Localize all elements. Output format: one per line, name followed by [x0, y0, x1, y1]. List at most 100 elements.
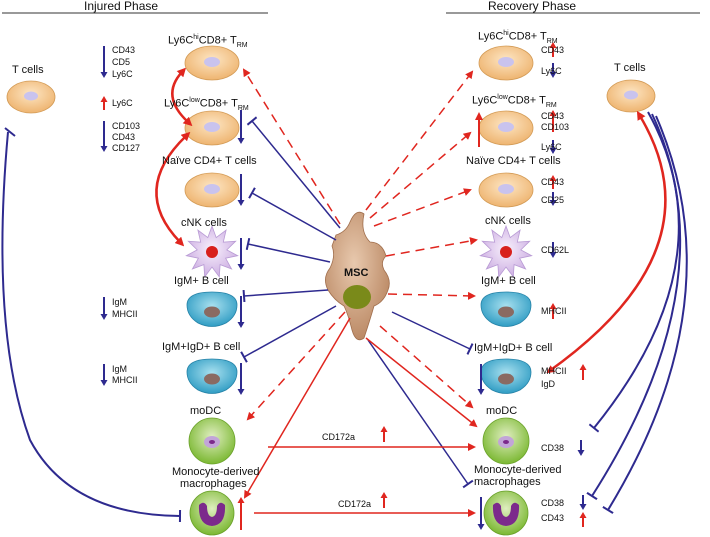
arrow-r-cnk-down-head — [549, 252, 557, 258]
arrow-igm-left-down-head — [100, 314, 108, 320]
arrow-r-macro-down-head — [477, 524, 485, 530]
label-mono-right-2: macrophages — [474, 476, 541, 488]
marker-tcell-left-1: CD43 — [112, 45, 136, 55]
arrow-igm-cell-left-down-head — [237, 322, 245, 328]
arrow-igmigd-left-down-head — [100, 380, 108, 386]
label-ly6clow-left-sup: low — [189, 97, 200, 104]
label-igmigd-right: IgM+IgD+ B cell — [474, 342, 553, 354]
msc-inhibition-left — [240, 116, 341, 363]
arrow-r-igmigd-up-head — [579, 364, 587, 370]
label-ly6chi-left-rest: CD8+ T — [198, 34, 237, 47]
cell-igmigd-right — [480, 358, 532, 394]
arrow-cd172a-macro-up-head — [380, 492, 388, 498]
cell-ly6chi-left — [184, 45, 240, 81]
arrow-r-igm-up-head — [549, 303, 557, 309]
cell-nk-left — [185, 224, 239, 279]
marker-igm-left-2: MHCII — [112, 309, 138, 319]
cell-ly6clow-left — [184, 110, 240, 146]
marker-tcell-left-5: CD103 — [112, 121, 141, 131]
cell-igm-left — [186, 291, 238, 327]
curve-ly6clow-to-ly6chi — [171, 67, 193, 127]
marker-tcell-left-4: Ly6C — [112, 98, 133, 108]
marker-tcell-left-7: CD127 — [112, 143, 141, 153]
cd172a-label-macro: CD172a — [338, 499, 372, 509]
label-ly6chi-left-base: Ly6C — [168, 34, 194, 47]
marker-r-igmigd-2: IgD — [541, 379, 556, 389]
label-ly6chi-left: Ly6ChiCD8+ TRM — [168, 34, 248, 49]
tcell-left-inhibition — [1, 131, 182, 523]
tcell-right-inhibition-2 — [586, 113, 682, 501]
tcell-right-inhibition-3 — [602, 115, 688, 514]
t-cell-right — [606, 79, 656, 113]
label-mono-right-1: Monocyte-derived — [474, 464, 562, 476]
cd172a-label-modc: CD172a — [322, 432, 356, 442]
marker-igmigd-left-2: MHCII — [112, 375, 138, 385]
msc-activation-right — [365, 70, 478, 409]
label-ly6clow-left-base: Ly6C — [164, 97, 190, 110]
marker-tcell-left-6: CD43 — [112, 132, 136, 142]
label-ly6chi-right-base: Ly6C — [478, 30, 504, 43]
marker-r-ly6clow-1: CD43 — [541, 111, 565, 121]
msc-activation-left — [242, 68, 346, 421]
marker-r-ly6chi-2: Ly6C — [541, 66, 562, 76]
cell-igmigd-left — [186, 358, 238, 394]
label-ly6chi-right-sub: RM — [546, 37, 558, 45]
msc-to-modc-right — [365, 337, 478, 428]
msc-to-macro-left — [243, 317, 351, 499]
label-ly6clow-right-rest: CD8+ T — [507, 94, 546, 107]
arrow-r-naive-down-head — [549, 200, 557, 206]
label-ly6clow-left: Ly6ClowCD8+ TRM — [164, 97, 249, 112]
cell-macro-right — [483, 490, 529, 536]
marker-r-igmigd-1: MHCII — [541, 366, 567, 376]
marker-r-igm-1: MHCII — [541, 306, 567, 316]
marker-r-naive-2: CD25 — [541, 195, 565, 205]
arrow-cd172a-modc-up-head — [380, 426, 388, 432]
arrow-r-ly6clow-up-head — [549, 110, 557, 116]
label-ly6clow-right-sup: low — [497, 94, 508, 101]
arrow-igmigd-cell-left-down-head — [237, 389, 245, 395]
label-mono-left-1: Monocyte-derived — [172, 466, 260, 478]
arrow-cnk-left-down-head — [237, 264, 245, 270]
msc-inhibition-right — [367, 311, 474, 489]
label-igmigd-left: IgM+IgD+ B cell — [162, 341, 241, 353]
label-ly6chi-left-sub: RM — [236, 41, 248, 49]
marker-r-ly6chi-1: CD43 — [541, 45, 565, 55]
arrow-r-modc-down-head — [577, 450, 585, 456]
cell-naive-left — [184, 172, 240, 208]
expression-arrows — [100, 42, 587, 530]
cell-modc-right — [482, 417, 530, 465]
arrow-tcell-left-down-1-head — [100, 72, 108, 78]
arrow-naive-left-down-head — [237, 200, 245, 206]
marker-tcell-left-3: Ly6C — [112, 69, 133, 79]
label-ly6clow-left-rest: CD8+ T — [199, 97, 238, 110]
label-ly6chi-right-rest: CD8+ T — [508, 30, 547, 43]
marker-r-ly6clow-3: Ly6C — [541, 142, 562, 152]
label-ly6clow-right-base: Ly6C — [472, 94, 498, 107]
arrow-r-mono-up-head — [579, 512, 587, 518]
msc-cell — [325, 211, 390, 341]
cell-ly6chi-right — [478, 45, 534, 81]
tcell-right-inhibition-1 — [588, 111, 680, 433]
arrow-r-naive-up-head — [549, 175, 557, 181]
label-naive-right: Naïve CD4+ T cells — [466, 155, 561, 167]
label-cnk-right: cNK cells — [485, 215, 531, 227]
cell-igm-right — [480, 291, 532, 327]
label-ly6chi-right-sup: hi — [503, 30, 509, 37]
label-ly6chi-right: Ly6ChiCD8+ TRM — [478, 30, 558, 45]
label-cnk-left: cNK cells — [181, 217, 227, 229]
msc-label: MSC — [344, 267, 369, 279]
cell-macro-left — [189, 490, 235, 536]
label-modc-left: moDC — [190, 405, 222, 417]
phase-title-recovery: Recovery Phase — [488, 0, 577, 13]
marker-r-modc-1: CD38 — [541, 443, 565, 453]
phase-title-injured: Injured Phase — [84, 0, 159, 13]
label-mono-left-2: macrophages — [180, 478, 247, 490]
cell-naive-right — [478, 172, 534, 208]
arrow-tcell-left-up-head — [100, 96, 108, 102]
arrow-r-ly6chi-up-head — [549, 42, 557, 48]
label-ly6clow-left-sub: RM — [237, 104, 249, 112]
marker-r-mono-1: CD38 — [541, 498, 565, 508]
marker-tcell-left-2: CD5 — [112, 57, 131, 67]
marker-igm-left-1: IgM — [112, 297, 128, 307]
